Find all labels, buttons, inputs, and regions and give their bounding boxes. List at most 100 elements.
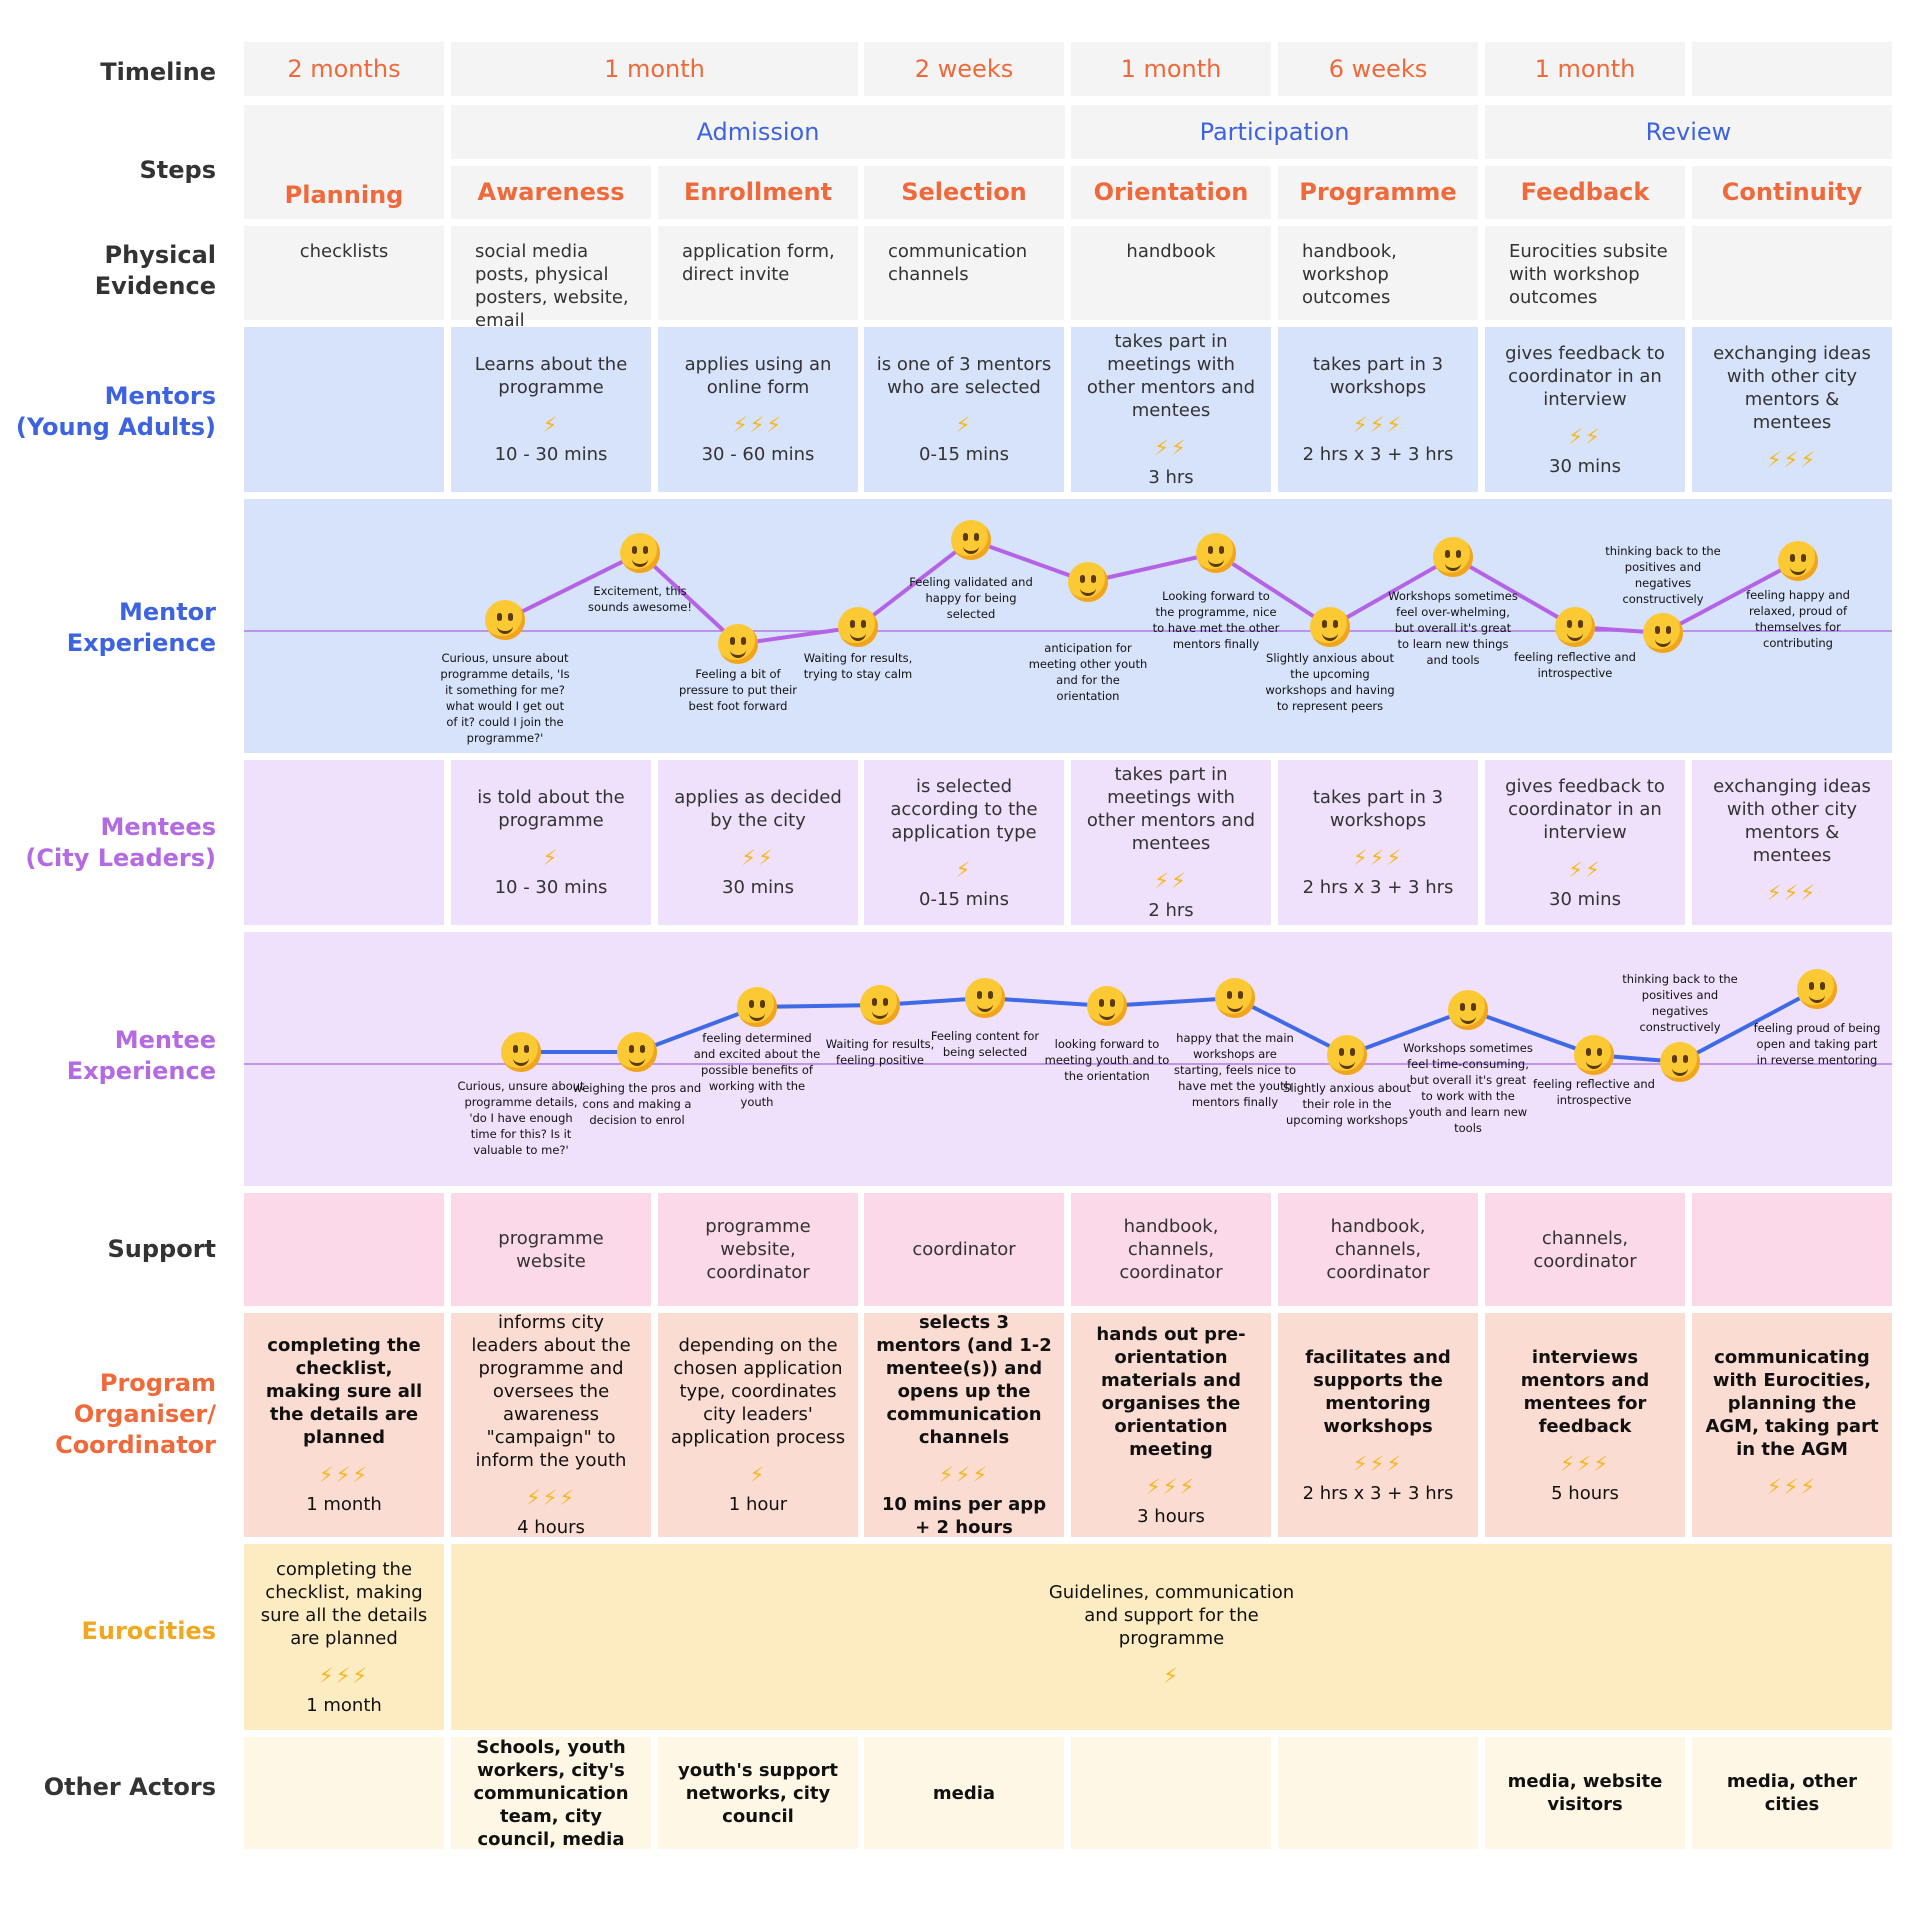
evidence-awareness: social media posts, physical posters, we… <box>451 226 651 331</box>
effort-bolts-icon: ⚡⚡⚡ <box>1145 1474 1197 1499</box>
row-label-support: Support <box>107 1234 216 1263</box>
mentees-duration: 2 hrs x 3 + 3 hrs <box>1302 877 1454 898</box>
step-programme: Programme <box>1278 166 1478 219</box>
emoji-face-icon <box>617 1032 657 1072</box>
phase-admission: Admission <box>451 105 1065 159</box>
mentor-emotion-note: feeling reflective and introspective <box>1514 650 1636 680</box>
mentors-activity: Learns about the programme <box>474 354 628 398</box>
other-actors-cell: media <box>864 1737 1064 1849</box>
other-actors-cell: media, other cities <box>1692 1737 1892 1849</box>
emoji-face-icon <box>1327 1035 1367 1075</box>
emoji-face-icon <box>1555 607 1595 647</box>
organiser-task: facilitates and supports the mentoring w… <box>1305 1346 1451 1437</box>
mentors-cell: gives feedback to coordinator in an inte… <box>1485 327 1685 492</box>
mentors-duration: 3 hrs <box>1148 467 1194 488</box>
mentors-duration: 30 mins <box>1549 455 1621 477</box>
eurocities-planning: completing the checklist, making sure al… <box>244 1544 444 1730</box>
mentors-activity: exchanging ideas with other city mentors… <box>1713 342 1871 433</box>
row-label-eurocities: Eurocities <box>81 1616 216 1645</box>
emoji-face-icon <box>1196 533 1236 573</box>
effort-bolts-icon: ⚡ <box>1163 1663 1180 1688</box>
emoji-face-icon <box>1087 986 1127 1026</box>
mentor-emotion-note: Workshops sometimes feel over-whelming, … <box>1388 589 1518 667</box>
other-actors-cell: Schools, youth workers, city's communica… <box>451 1737 651 1850</box>
effort-bolts-icon: ⚡ <box>955 413 973 437</box>
mentee-emotion-note: looking forward to meeting youth and to … <box>1044 1037 1170 1083</box>
mentees-activity: applies as decided by the city <box>674 787 842 831</box>
mentors-activity: is one of 3 mentors who are selected <box>876 354 1052 398</box>
effort-bolts-icon: ⚡⚡⚡ <box>318 1664 370 1688</box>
other-actor-text: youth's support networks, city council <box>678 1759 838 1827</box>
emoji-face-icon <box>1574 1035 1614 1075</box>
mentees-duration: 30 mins <box>722 877 794 898</box>
mentee-emotion-note: thinking back to the positives and negat… <box>1622 972 1738 1034</box>
emoji-face-icon <box>1660 1042 1700 1082</box>
organiser-cell: hands out pre-orientation materials and … <box>1071 1313 1271 1537</box>
organiser-duration: 5 hours <box>1551 1482 1619 1504</box>
organiser-cell: completing the checklist, making sure al… <box>244 1313 444 1537</box>
effort-bolts-icon: ⚡ <box>955 857 973 882</box>
organiser-task: completing the checklist, making sure al… <box>265 1335 423 1448</box>
organiser-duration: 1 hour <box>728 1494 788 1515</box>
mentees-cell: takes part in 3 workshops⚡⚡⚡2 hrs x 3 + … <box>1278 760 1478 925</box>
step-planning: Planning <box>244 105 444 219</box>
mentors-cell: takes part in 3 workshops⚡⚡⚡2 hrs x 3 + … <box>1278 327 1478 492</box>
emoji-face-icon <box>1310 607 1350 647</box>
mentee-emotion-note: Curious, unsure about programme details,… <box>457 1079 585 1157</box>
step-selection: Selection <box>864 166 1064 219</box>
mentee-emotion-note: Waiting for results, feeling positive <box>825 1037 935 1067</box>
organiser-task: interviews mentors and mentees for feedb… <box>1520 1346 1650 1437</box>
mentors-planning <box>244 327 444 492</box>
other-actors-cell <box>244 1737 444 1849</box>
mentor-emotion-note: feeling happy and relaxed, proud of them… <box>1746 588 1850 650</box>
effort-bolts-icon: ⚡⚡⚡ <box>1766 1474 1818 1499</box>
evidence-planning: checklists <box>244 226 444 320</box>
mentor-emotion-note: thinking back to the positives and negat… <box>1605 544 1721 606</box>
mentee-emotion-note: happy that the main workshops are starti… <box>1173 1031 1296 1109</box>
mentor-emotion-note: Excitement, this sounds awesome! <box>588 584 692 614</box>
mentees-cell: is told about the programme⚡10 - 30 mins <box>451 760 651 925</box>
mentees-activity: is told about the programme <box>477 787 625 831</box>
mentees-activity: takes part in 3 workshops <box>1312 787 1444 831</box>
mentee-emotion-note: Workshops sometimes feel time-consuming,… <box>1403 1041 1533 1135</box>
organiser-duration: 2 hrs x 3 + 3 hrs <box>1302 1482 1454 1504</box>
organiser-duration: 1 month <box>306 1494 382 1515</box>
mentor-emotion-note: Feeling validated and happy for being se… <box>909 575 1033 621</box>
timeline-orientation: 1 month <box>1071 42 1271 96</box>
mentors-activity: gives feedback to coordinator in an inte… <box>1505 342 1665 410</box>
mentor-emotion-note: Feeling a bit of pressure to put their b… <box>678 667 798 713</box>
mentor-emotion-note: Looking forward to the programme, nice t… <box>1152 589 1280 651</box>
mentors-cell: takes part in meetings with other mentor… <box>1071 327 1271 492</box>
emoji-face-icon <box>1448 990 1488 1030</box>
support-continuity <box>1692 1193 1892 1306</box>
mentees-duration: 2 hrs <box>1148 900 1194 921</box>
effort-bolts-icon: ⚡ <box>542 846 560 870</box>
timeline-feedback: 1 month <box>1485 42 1685 96</box>
organiser-task: depending on the chosen application type… <box>670 1335 846 1448</box>
mentee-emotion-note: weighing the pros and cons and making a … <box>572 1081 702 1127</box>
step-awareness: Awareness <box>451 166 651 219</box>
emoji-face-icon <box>485 600 525 640</box>
mentee-emotion-note: Slightly anxious about their role in the… <box>1283 1081 1411 1127</box>
mentors-cell: Learns about the programme⚡10 - 30 mins <box>451 327 651 492</box>
step-enrollment: Enrollment <box>658 166 858 219</box>
effort-bolts-icon: ⚡ <box>749 1463 767 1487</box>
effort-bolts-icon: ⚡⚡⚡ <box>1766 880 1818 905</box>
mentor-emotion-note: Curious, unsure about programme details,… <box>440 651 570 745</box>
evidence-feedback: Eurocities subsite with workshop outcome… <box>1485 226 1685 320</box>
emoji-face-icon <box>1068 562 1108 602</box>
effort-bolts-icon: ⚡⚡⚡ <box>938 1463 990 1487</box>
mentee-emotion-note: feeling reflective and introspective <box>1533 1077 1655 1107</box>
row-label-mentors: Mentors(Young Adults) <box>15 382 216 441</box>
support-enrollment: programme website, coordinator <box>658 1193 858 1306</box>
timeline-admission: 1 month <box>451 42 858 96</box>
mentor-emotion-note: anticipation for meeting other youth and… <box>1028 641 1148 703</box>
organiser-duration: 3 hours <box>1137 1505 1205 1527</box>
effort-bolts-icon: ⚡⚡ <box>1568 857 1602 882</box>
effort-bolts-icon: ⚡⚡⚡ <box>732 413 784 437</box>
mentee-emotion-note: feeling determined and excited about the… <box>693 1031 821 1109</box>
